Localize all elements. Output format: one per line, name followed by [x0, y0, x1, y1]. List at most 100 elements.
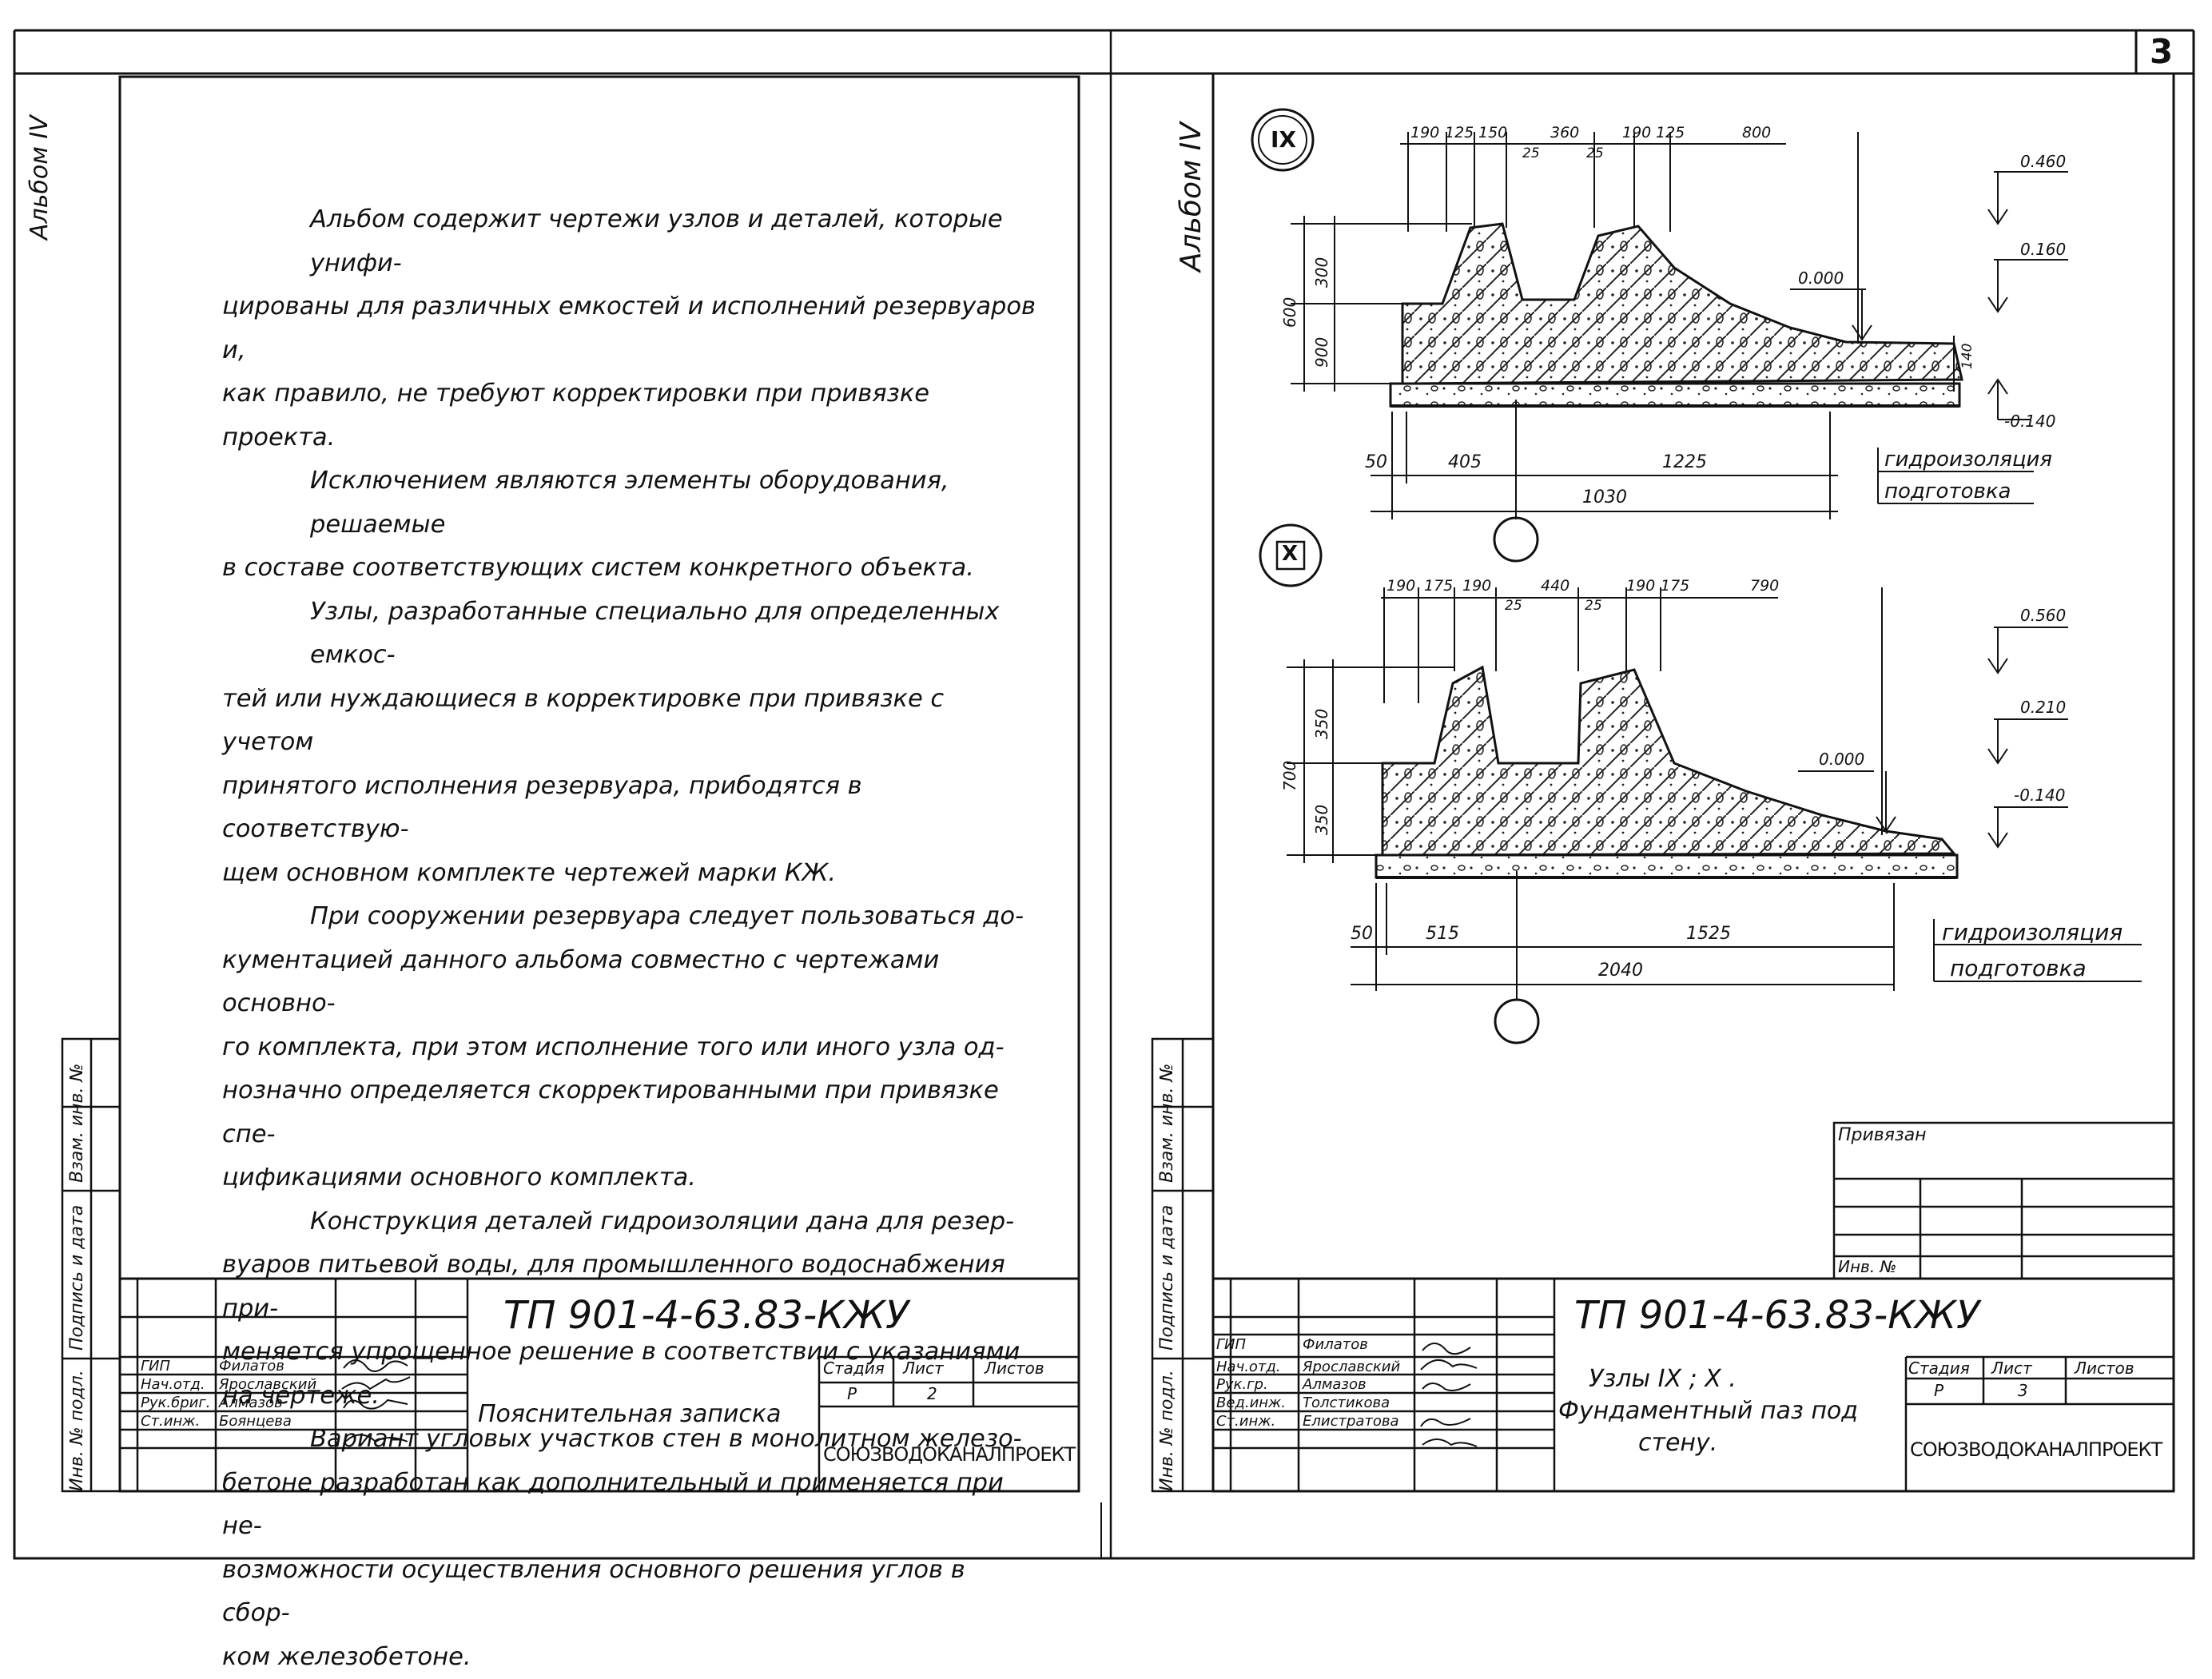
bind-block-grid — [1834, 1123, 2174, 1279]
left-role-0: ГИП — [141, 1358, 170, 1375]
ix-bottom-dim: 50 — [1365, 452, 1387, 472]
ix-top-dim: 190 — [1410, 124, 1439, 141]
left-sheets-label: Листов — [985, 1359, 1044, 1378]
right-sheet-title-2: Фундаментный паз под — [1558, 1397, 1858, 1425]
right-name-4: Елистратова — [1303, 1413, 1399, 1430]
ix-top-dim: 800 — [1742, 124, 1771, 141]
left-sheet-title: Пояснительная записка — [478, 1400, 781, 1428]
x-vert-dim: 700 — [1280, 761, 1299, 791]
ix-note: гидроизоляция — [1884, 448, 2052, 471]
bind-inv: Инв. № — [1838, 1257, 1896, 1276]
x-bottom-dim: 1525 — [1686, 924, 1731, 944]
stamp-sign-date-right: Подпись и дата — [1157, 1205, 1177, 1351]
right-doc-code: ТП 901-4-63.83-КЖУ — [1574, 1293, 1979, 1338]
left-name-1: Ярославский — [219, 1376, 316, 1393]
right-stage: Р — [1934, 1381, 1943, 1400]
x-level: 0.210 — [2020, 698, 2066, 717]
x-top-dim: 790 — [1750, 577, 1779, 595]
left-stage: Р — [847, 1384, 857, 1403]
node-x-label: X — [1282, 542, 1298, 566]
right-sheet-title-1: Узлы IX ; X . — [1589, 1365, 1737, 1393]
ix-bottom-dim: 1225 — [1662, 452, 1707, 472]
note-line: в составе соответствующих систем конкрет… — [222, 547, 1037, 591]
note-line: нозначно определяется скорректированными… — [222, 1069, 1037, 1156]
note-line: бетоне разработан как дополнительный и п… — [222, 1462, 1037, 1549]
x-level: 0.000 — [1819, 750, 1864, 769]
left-name-0: Филатов — [219, 1358, 284, 1375]
note-line: ком железобетоне. — [222, 1636, 1037, 1679]
x-top-dim: 175 — [1661, 577, 1689, 595]
stamp-sign-date-left: Подпись и дата — [67, 1205, 87, 1351]
ix-vert-dim: 300 — [1312, 257, 1331, 288]
note-line: принятого исполнения резервуара, прибодя… — [222, 765, 1037, 852]
x-note: подготовка — [1950, 955, 2087, 981]
right-role-1: Нач.отд. — [1216, 1359, 1281, 1375]
x-vert-dim: 350 — [1312, 709, 1331, 739]
x-small-dim: 25 — [1585, 598, 1602, 614]
x-top-dim: 190 — [1462, 577, 1491, 595]
note-line: цификациями основного комплекта. — [222, 1156, 1037, 1200]
ix-vert-dim: 140 — [1959, 344, 1975, 369]
note-line: цированы для различных емкостей и исполн… — [222, 285, 1037, 372]
ix-level: 0.000 — [1798, 269, 1844, 288]
note-line: возможности осуществления основного реше… — [222, 1549, 1037, 1636]
x-top-dim: 190 — [1386, 577, 1415, 595]
ix-level: 0.460 — [2020, 152, 2066, 171]
left-name-2: Алмазов — [219, 1395, 283, 1411]
left-role-1: Нач.отд. — [141, 1376, 205, 1393]
right-stage-label: Стадия — [1908, 1359, 1970, 1378]
ix-top-dim: 360 — [1550, 124, 1579, 141]
sheet-number: 3 — [2150, 32, 2173, 71]
ix-top-dim: 125 — [1656, 124, 1685, 141]
ix-level: -0.140 — [2004, 412, 2055, 431]
album-label-right: Альбом IV — [1175, 122, 1207, 272]
stamp-inv-orig-left: Инв. № подл. — [67, 1370, 87, 1491]
right-role-4: Ст.инж. — [1216, 1413, 1275, 1430]
note-line: тей или нуждающиеся в корректировке при … — [222, 678, 1037, 765]
x-top-dim: 440 — [1541, 577, 1569, 595]
x-level: -0.140 — [2014, 786, 2065, 805]
node-ix-label: IX — [1271, 126, 1296, 153]
right-sheets-label: Листов — [2075, 1359, 2134, 1378]
ix-level: 0.160 — [2020, 240, 2066, 259]
x-bottom-dim: 515 — [1426, 924, 1459, 944]
note-line: кументацией данного альбома совместно с … — [222, 939, 1037, 1026]
ix-top-dim: 150 — [1478, 124, 1507, 141]
left-role-2: Рук.бриг. — [141, 1395, 211, 1411]
note-line: щем основном комплекте чертежей марки КЖ… — [222, 852, 1037, 896]
note-line: При сооружении резервуара следует пользо… — [222, 895, 1037, 939]
bind-title: Привязан — [1838, 1125, 1927, 1145]
right-role-3: Вед.инж. — [1216, 1395, 1286, 1411]
ix-top-dim: 190 — [1622, 124, 1651, 141]
note-line: Альбом содержит чертежи узлов и деталей,… — [222, 198, 1037, 285]
left-doc-code: ТП 901-4-63.83-КЖУ — [503, 1293, 909, 1338]
x-bottom-dim: 50 — [1351, 924, 1373, 944]
stamp-inv-repl-right: Взам. инв. № — [1157, 1064, 1177, 1183]
right-sheet-title-3: стену. — [1638, 1429, 1717, 1457]
stamp-inv-orig-right: Инв. № подл. — [1157, 1370, 1177, 1491]
stamp-inv-repl-left: Взам. инв. № — [67, 1064, 87, 1183]
x-bottom-dim: 2040 — [1598, 961, 1643, 981]
x-vert-dim: 350 — [1312, 805, 1331, 835]
ix-vert-dim: 900 — [1312, 337, 1331, 368]
note-line: Конструкция деталей гидроизоляции дана д… — [222, 1200, 1037, 1244]
ix-bottom-dim: 1030 — [1582, 487, 1627, 507]
note-line: Исключением являются элементы оборудован… — [222, 460, 1037, 547]
x-small-dim: 25 — [1505, 598, 1522, 614]
left-role-3: Ст.инж. — [141, 1413, 200, 1430]
ix-small-dim: 25 — [1586, 145, 1604, 161]
x-note: гидроизоляция — [1942, 919, 2122, 945]
ix-vert-dim: 600 — [1280, 297, 1299, 328]
left-stage-label: Стадия — [823, 1359, 885, 1378]
left-org: СОЮЗВОДОКАНАЛПРОЕКТ — [823, 1443, 1075, 1466]
right-name-2: Алмазов — [1303, 1376, 1367, 1393]
right-role-2: Рук.гр. — [1216, 1376, 1268, 1393]
note-line: Узлы, разработанные специально для опред… — [222, 591, 1037, 678]
right-name-3: Толстикова — [1303, 1395, 1390, 1411]
right-signatures — [1421, 1343, 1477, 1446]
x-level: 0.560 — [2020, 606, 2066, 625]
left-name-3: Боянцева — [219, 1413, 292, 1430]
left-sheet-label: Лист — [903, 1359, 944, 1378]
ix-top-dim: 125 — [1445, 124, 1474, 141]
right-name-1: Ярославский — [1303, 1359, 1400, 1375]
